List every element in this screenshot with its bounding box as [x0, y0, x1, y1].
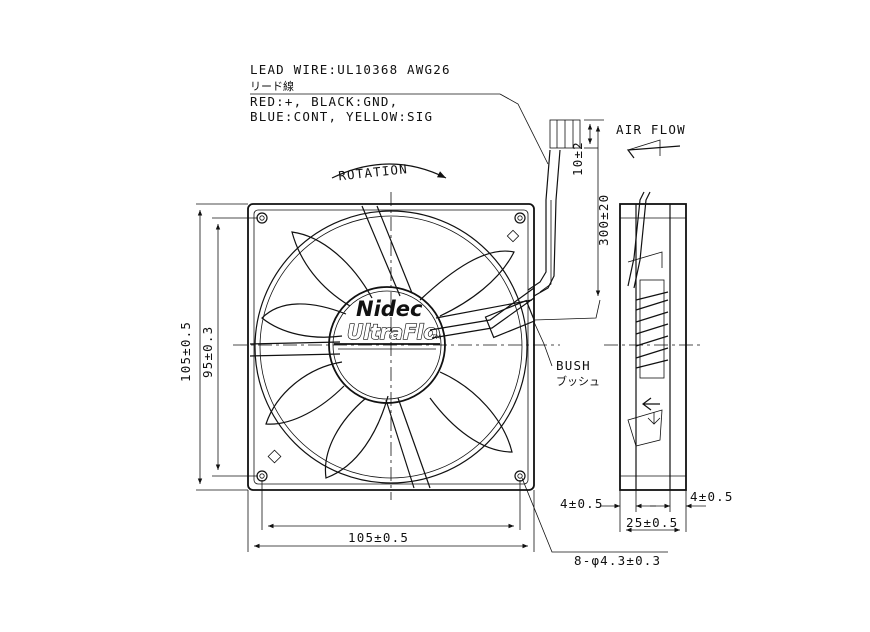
dim-width-pitch: [261, 480, 521, 530]
svg-text:10±2: 10±2: [570, 141, 585, 176]
impeller-blades: [261, 231, 515, 479]
dim-width-outer: 105±0.5: [247, 490, 535, 552]
lead-wire-spec: LEAD WIRE:UL10368 AWG26: [250, 62, 451, 77]
front-view: Nidec UltraFlo TM: [233, 119, 581, 500]
svg-text:4±0.5: 4±0.5: [560, 496, 604, 511]
svg-text:95±0.3: 95±0.3: [200, 326, 215, 378]
dim-height-outer: 105±0.5: [178, 203, 248, 491]
lead-wire-front: [429, 119, 581, 339]
dim-lead: 10±2 300±20: [570, 119, 611, 296]
svg-text:300±20: 300±20: [596, 194, 611, 246]
svg-text:105±0.5: 105±0.5: [348, 530, 409, 545]
bush-leader: [533, 321, 553, 367]
bush-label: BUSH: [556, 358, 591, 373]
svg-text:8-φ4.3±0.3: 8-φ4.3±0.3: [574, 553, 661, 568]
dim-depth: 4±0.5 4±0.5 25±0.5: [560, 489, 734, 533]
brand-logo: Nidec: [356, 297, 423, 321]
lead-wire-jp: リード線: [250, 79, 294, 93]
dim-height-pitch: 95±0.3: [200, 217, 258, 477]
side-view: [604, 191, 700, 491]
bush-jp: ブッシュ: [556, 374, 600, 388]
rotation-arrow: [331, 163, 447, 179]
rotation-label: ROTATION: [338, 161, 409, 183]
frame-struts: [249, 205, 533, 489]
side-blades: [627, 251, 669, 447]
svg-text:4±0.5: 4±0.5: [690, 489, 734, 504]
product-logo: UltraFlo: [347, 320, 438, 344]
dim-holes: 8-φ4.3±0.3: [521, 477, 668, 568]
svg-text:25±0.5: 25±0.5: [626, 515, 678, 530]
wire-colors-1: RED:+, BLACK:GND,: [250, 94, 398, 109]
air-flow-label: AIR FLOW: [616, 122, 686, 137]
side-frame: [619, 203, 687, 491]
svg-text:105±0.5: 105±0.5: [178, 321, 193, 382]
wire-colors-2: BLUE:CONT, YELLOW:SIG: [250, 109, 433, 124]
